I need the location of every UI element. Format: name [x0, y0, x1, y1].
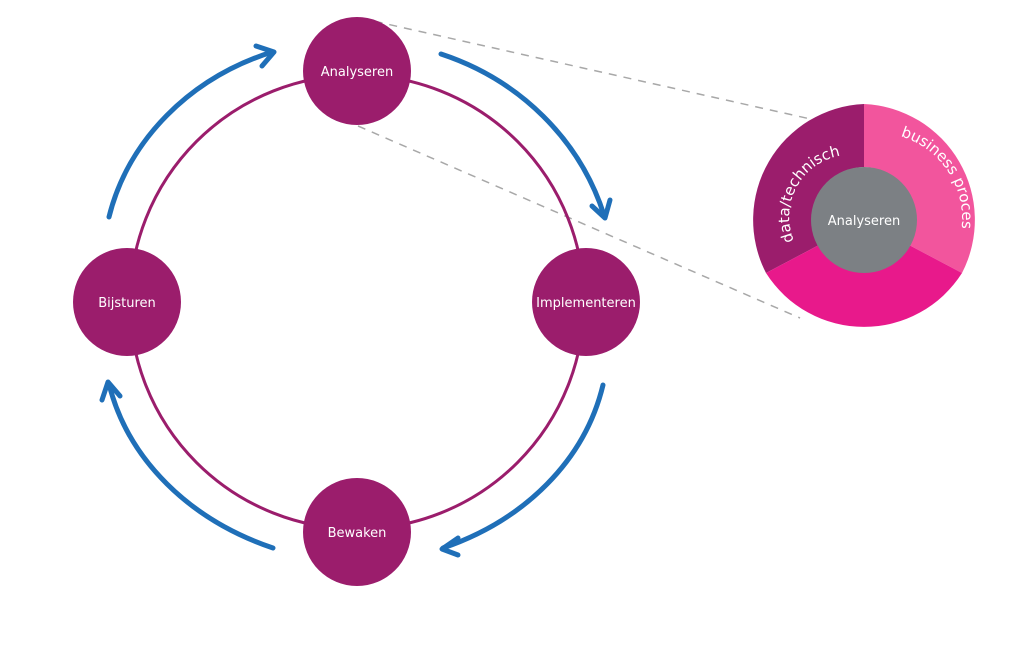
node-label-implementeren: Implementeren — [536, 296, 636, 311]
arrow-implementeren-to-bewaken — [439, 382, 606, 558]
detail-center — [811, 167, 917, 273]
node-implementeren: Implementeren — [532, 248, 640, 356]
segment-label-legal-compliance: legal/compliance — [807, 323, 940, 366]
callout-line-top — [359, 17, 816, 121]
arrow-bijsturen-to-analyseren — [106, 43, 277, 220]
detail-donut: Analyseren data/technisch business proce… — [753, 104, 976, 366]
segment-business-proces — [864, 104, 975, 273]
detail-center-label: Analyseren — [828, 214, 900, 229]
callout-line-bottom — [357, 125, 801, 319]
node-analyseren: Analyseren — [303, 17, 411, 125]
node-bewaken: Bewaken — [303, 478, 411, 586]
cycle-ring — [128, 73, 586, 531]
arrow-bewaken-to-bijsturen — [99, 379, 276, 551]
node-bijsturen: Bijsturen — [73, 248, 181, 356]
arrow-analyseren-to-implementeren — [438, 51, 613, 221]
node-label-bewaken: Bewaken — [328, 526, 387, 541]
segment-data-technisch — [753, 104, 864, 273]
segment-legal-compliance — [766, 245, 962, 327]
node-label-bijsturen: Bijsturen — [98, 296, 156, 311]
svg-text:legal/compliance: legal/compliance — [807, 323, 940, 366]
node-label-analyseren: Analyseren — [321, 65, 393, 80]
